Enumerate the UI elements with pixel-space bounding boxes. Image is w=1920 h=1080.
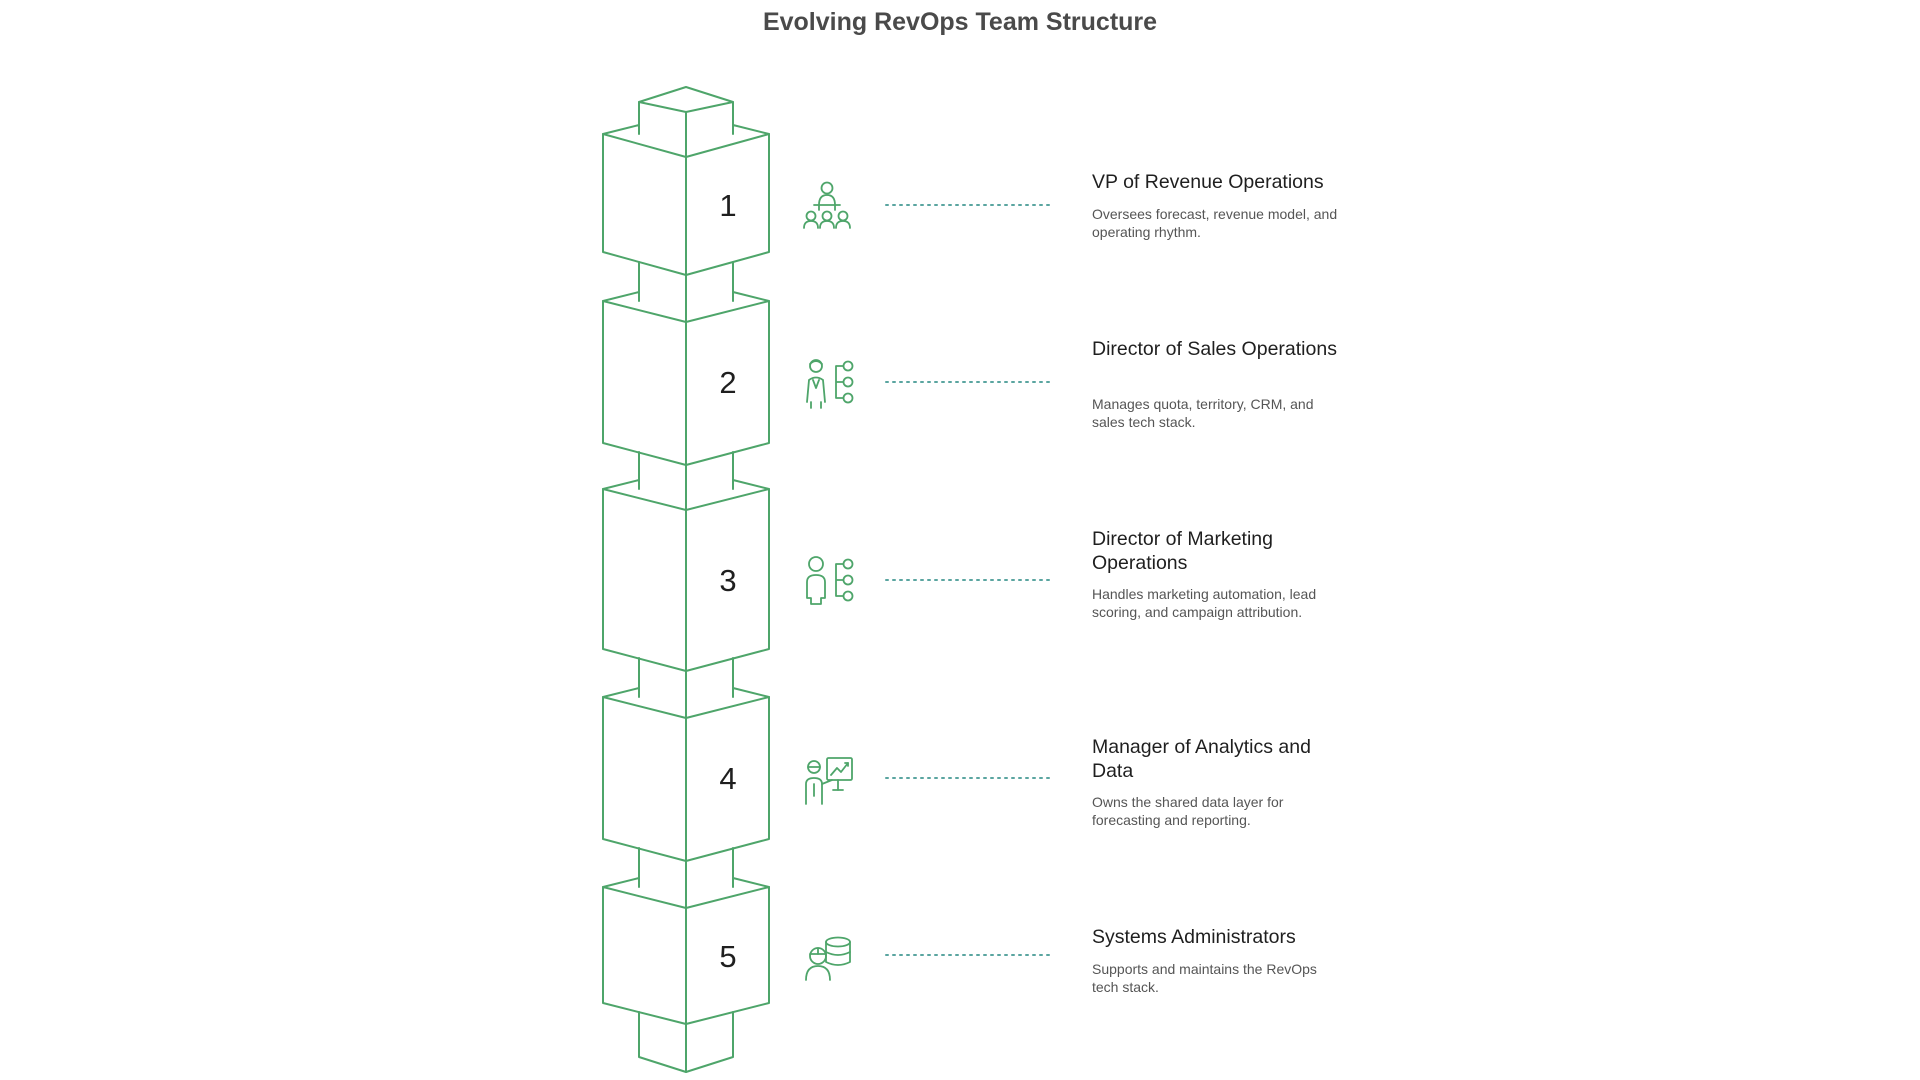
tower-connector [638, 261, 734, 323]
tower-block-3 [602, 479, 770, 672]
tower-block-4 [602, 687, 770, 862]
tower-block-2 [602, 291, 770, 466]
step-number-3: 3 [719, 563, 736, 598]
admin-database-icon [805, 936, 851, 981]
step-number-4: 4 [719, 761, 736, 796]
tower-connector [638, 451, 734, 511]
person-network-icon [806, 556, 854, 605]
step-number-5: 5 [719, 939, 736, 974]
diagram-title: Evolving RevOps Team Structure [762, 8, 1158, 36]
item-description-1: Oversees forecast, revenue model, and op… [1092, 206, 1338, 240]
team-leader-icon [803, 181, 851, 229]
item-title-3: Director of Marketing Operations [1092, 528, 1273, 574]
tower-connector [638, 657, 734, 719]
tower-block-1 [602, 124, 770, 276]
item-description-2: Manages quota, territory, CRM, and sales… [1092, 396, 1314, 430]
item-description-4: Owns the shared data layer for forecasti… [1092, 794, 1284, 828]
tower-bottom-cap [638, 1011, 734, 1073]
person-network-icon [806, 359, 854, 409]
item-title-1: VP of Revenue Operations [1092, 171, 1324, 193]
tower-top-cap [638, 86, 734, 158]
item-title-2: Director of Sales Operations [1092, 338, 1337, 360]
item-description-3: Handles marketing automation, lead scori… [1092, 586, 1317, 620]
tower-connector [638, 847, 734, 909]
item-title-5: Systems Administrators [1092, 926, 1296, 948]
item-description-5: Supports and maintains the RevOps tech s… [1092, 961, 1317, 995]
step-number-2: 2 [719, 365, 736, 400]
item-title-4: Manager of Analytics and Data [1092, 736, 1311, 782]
tower-block-5 [602, 877, 770, 1025]
analyst-presentation-icon [805, 757, 853, 805]
step-number-1: 1 [719, 188, 736, 223]
